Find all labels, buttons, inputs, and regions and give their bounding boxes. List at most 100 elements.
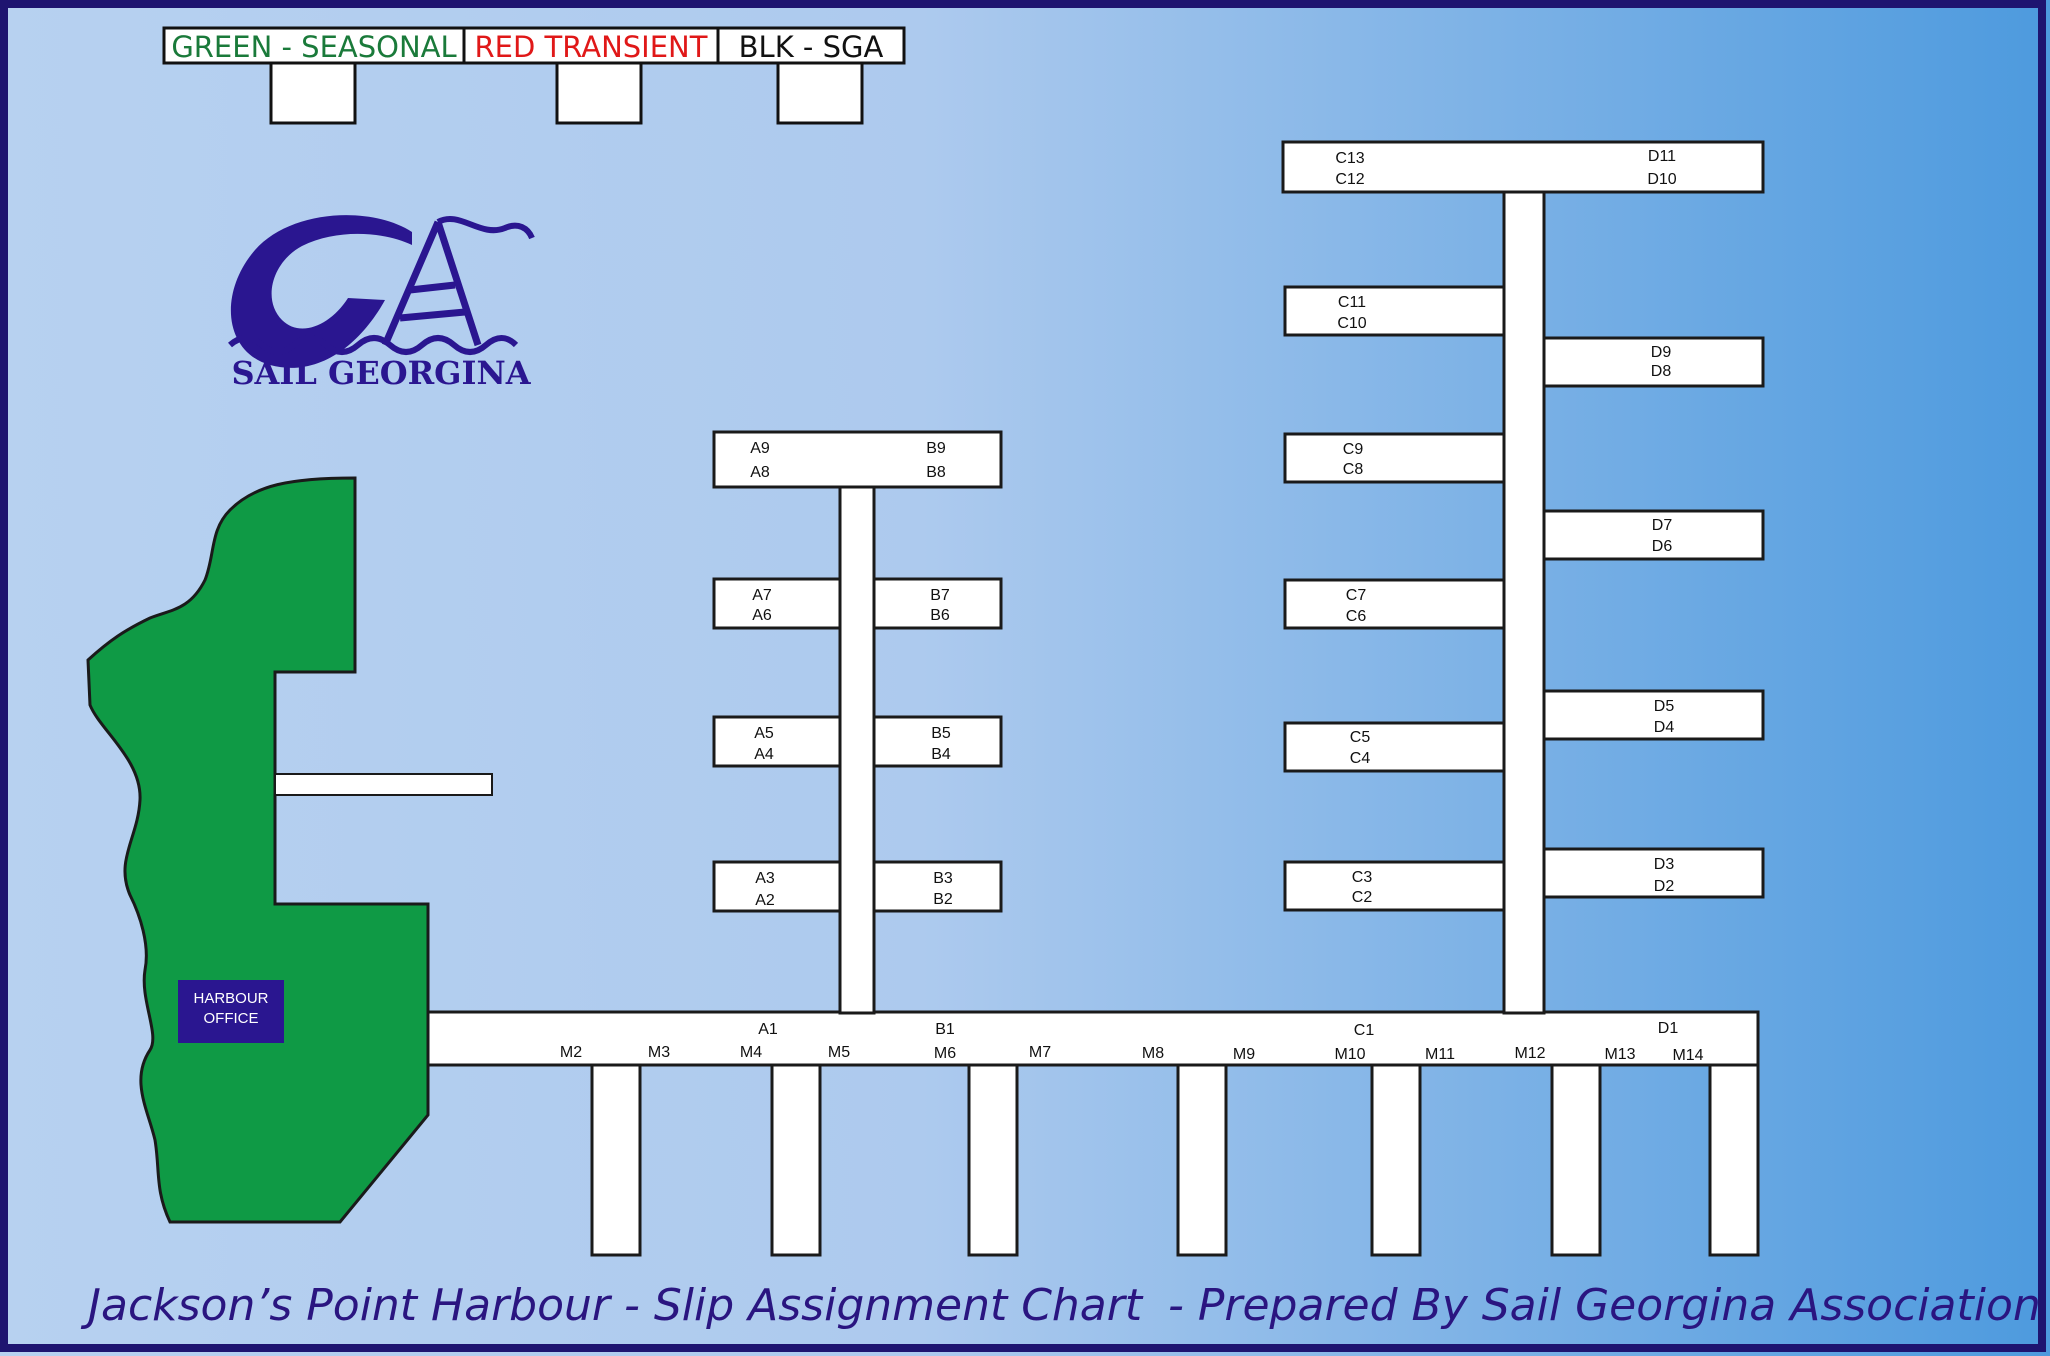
slip-m12[interactable]: M12 bbox=[1514, 1045, 1545, 1062]
slip-d7[interactable]: D7 bbox=[1652, 517, 1673, 534]
slip-b1[interactable]: B1 bbox=[935, 1021, 955, 1038]
slip-box-d9-d8 bbox=[1542, 336, 1765, 388]
slip-c7[interactable]: C7 bbox=[1346, 587, 1367, 604]
slip-box-d3-d2 bbox=[1542, 847, 1765, 899]
slip-d8[interactable]: D8 bbox=[1651, 363, 1672, 380]
logo-text: SAIL GEORGINA bbox=[231, 354, 531, 392]
logo-waves bbox=[228, 335, 519, 355]
slip-m8[interactable]: M8 bbox=[1142, 1045, 1164, 1062]
slip-m5[interactable]: M5 bbox=[828, 1044, 850, 1061]
ab-dock-spine bbox=[838, 485, 876, 1015]
slip-c13[interactable]: C13 bbox=[1335, 150, 1364, 167]
slip-d1[interactable]: D1 bbox=[1658, 1020, 1679, 1037]
legend-swatch-seasonal bbox=[269, 61, 357, 125]
main-dock-finger-5 bbox=[1370, 1063, 1422, 1257]
slip-box-a7-a6 bbox=[712, 577, 842, 630]
slip-d11[interactable]: D11 bbox=[1648, 148, 1676, 165]
slip-m4[interactable]: M4 bbox=[740, 1044, 762, 1061]
slip-a5[interactable]: A5 bbox=[754, 725, 774, 742]
slip-a3[interactable]: A3 bbox=[755, 870, 775, 887]
slip-b4[interactable]: B4 bbox=[931, 746, 951, 763]
slip-b8[interactable]: B8 bbox=[926, 464, 946, 481]
slip-m9[interactable]: M9 bbox=[1233, 1046, 1255, 1063]
main-dock-finger-2 bbox=[770, 1063, 822, 1257]
slip-box-a5-a4 bbox=[712, 715, 842, 768]
slip-box-d7-d6 bbox=[1542, 509, 1765, 561]
main-dock-finger-1 bbox=[590, 1063, 642, 1257]
slip-box-c11-c10 bbox=[1283, 285, 1506, 337]
slip-c11[interactable]: C11 bbox=[1338, 294, 1366, 311]
logo-g-mark bbox=[230, 215, 412, 368]
main-dock-finger-7 bbox=[1708, 1063, 1760, 1257]
slip-d4[interactable]: D4 bbox=[1654, 719, 1675, 736]
slip-b2[interactable]: B2 bbox=[933, 891, 953, 908]
slip-a8[interactable]: A8 bbox=[750, 464, 770, 481]
legend-sga: BLK - SGA bbox=[739, 30, 884, 64]
logo-sail bbox=[381, 220, 482, 347]
slip-c3[interactable]: C3 bbox=[1352, 869, 1373, 886]
chart-title: Jackson’s Point Harbour - Slip Assignmen… bbox=[80, 1280, 1144, 1331]
harbour-office-line2: OFFICE bbox=[204, 1010, 259, 1027]
legend-swatch-sga bbox=[776, 61, 864, 125]
cd-dock-spine bbox=[1502, 190, 1546, 1015]
harbour-office-box bbox=[178, 980, 284, 1043]
slip-a2[interactable]: A2 bbox=[755, 892, 775, 909]
slip-m6[interactable]: M6 bbox=[934, 1045, 956, 1062]
main-dock-finger-6 bbox=[1550, 1063, 1602, 1257]
slip-b7[interactable]: B7 bbox=[930, 587, 950, 604]
ab-dock-head bbox=[712, 430, 1003, 489]
slip-d3[interactable]: D3 bbox=[1654, 856, 1675, 873]
legend-bar bbox=[162, 26, 906, 65]
slip-m2[interactable]: M2 bbox=[560, 1044, 582, 1061]
slip-a4[interactable]: A4 bbox=[754, 746, 774, 763]
slip-a9[interactable]: A9 bbox=[750, 440, 770, 457]
slip-d6[interactable]: D6 bbox=[1652, 538, 1673, 555]
slip-c9[interactable]: C9 bbox=[1343, 441, 1364, 458]
slip-c12[interactable]: C12 bbox=[1335, 171, 1364, 188]
slip-a7[interactable]: A7 bbox=[752, 587, 772, 604]
harbour-office-line1: HARBOUR bbox=[193, 990, 268, 1007]
shoreline-land bbox=[86, 476, 430, 1224]
main-dock-finger-3 bbox=[967, 1063, 1019, 1257]
legend-swatch-transient bbox=[555, 61, 643, 125]
slip-a6[interactable]: A6 bbox=[752, 607, 772, 624]
slip-d9[interactable]: D9 bbox=[1651, 344, 1672, 361]
slip-box-d5-d4 bbox=[1542, 689, 1765, 741]
slip-c4[interactable]: C4 bbox=[1350, 750, 1371, 767]
slip-m3[interactable]: M3 bbox=[648, 1044, 670, 1061]
slip-box-a3-a2 bbox=[712, 860, 842, 913]
legend: GREEN - SEASONAL RED TRANSIENT BLK - SGA bbox=[162, 26, 906, 125]
slip-m7[interactable]: M7 bbox=[1029, 1044, 1051, 1061]
shore-pier bbox=[274, 773, 493, 796]
slip-m10[interactable]: M10 bbox=[1334, 1046, 1365, 1063]
slip-c6[interactable]: C6 bbox=[1346, 608, 1367, 625]
slip-b9[interactable]: B9 bbox=[926, 440, 946, 457]
slip-c1[interactable]: C1 bbox=[1354, 1022, 1375, 1039]
slip-c5[interactable]: C5 bbox=[1350, 729, 1371, 746]
slip-box-c7-c6 bbox=[1283, 578, 1506, 630]
slip-b5[interactable]: B5 bbox=[931, 725, 951, 742]
logo-pennant bbox=[436, 215, 535, 240]
slip-b6[interactable]: B6 bbox=[930, 607, 950, 624]
slip-d10[interactable]: D10 bbox=[1647, 171, 1676, 188]
sail-georgina-logo: SAIL GEORGINA bbox=[228, 215, 535, 392]
slip-m13[interactable]: M13 bbox=[1604, 1046, 1635, 1063]
cd-dock-head bbox=[1281, 140, 1765, 194]
slip-m14[interactable]: M14 bbox=[1672, 1047, 1703, 1064]
slip-c8[interactable]: C8 bbox=[1343, 461, 1364, 478]
slip-m11[interactable]: M11 bbox=[1425, 1046, 1455, 1063]
slip-d2[interactable]: D2 bbox=[1654, 878, 1675, 895]
slip-box-b7-b6 bbox=[872, 577, 1003, 630]
docks bbox=[426, 140, 1765, 1257]
harbour-office: HARBOUR OFFICE bbox=[178, 980, 284, 1043]
main-dock bbox=[426, 1010, 1760, 1067]
legend-transient: RED TRANSIENT bbox=[475, 30, 708, 64]
slip-b3[interactable]: B3 bbox=[933, 870, 953, 887]
main-dock-finger-4 bbox=[1176, 1063, 1228, 1257]
slip-c10[interactable]: C10 bbox=[1337, 315, 1366, 332]
slip-c2[interactable]: C2 bbox=[1352, 889, 1373, 906]
slip-d5[interactable]: D5 bbox=[1654, 698, 1675, 715]
slip-a1[interactable]: A1 bbox=[758, 1021, 778, 1038]
